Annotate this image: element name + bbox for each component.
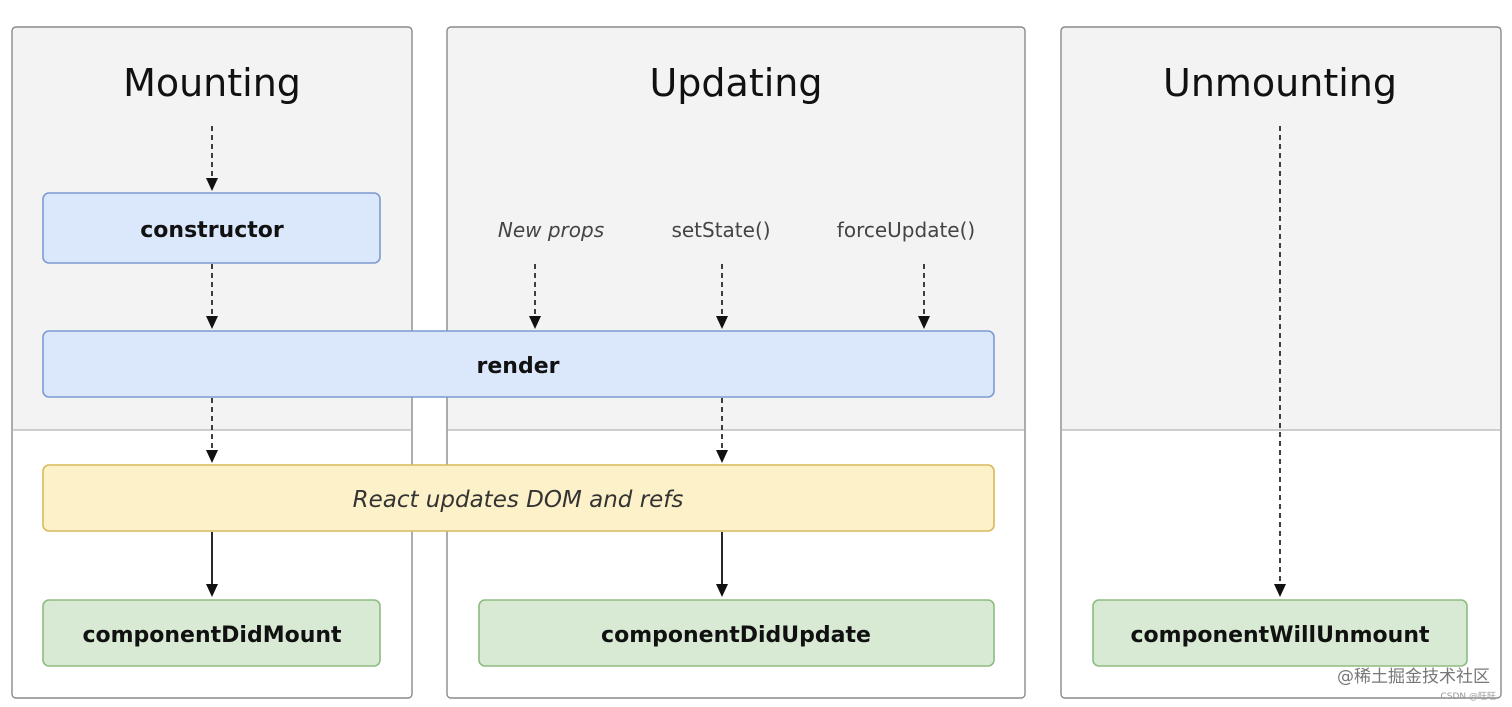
arrowhead-icon — [206, 178, 218, 191]
arrows-dashed — [206, 126, 1286, 597]
did-update-box — [478, 599, 995, 667]
mounting-title: Mounting — [123, 61, 301, 105]
will-unmount-label: componentWillUnmount — [1131, 623, 1430, 648]
unmounting-panel — [1060, 26, 1502, 699]
render-label: render — [477, 354, 560, 379]
did-mount-box — [42, 599, 381, 667]
constructor-label: constructor — [140, 218, 284, 243]
arrowhead-icon — [716, 450, 728, 463]
arrowhead-icon — [716, 316, 728, 329]
render-box — [42, 330, 995, 398]
watermark-small: CSDN @旺旺 — [1440, 691, 1496, 702]
arrowhead-icon — [716, 584, 728, 597]
arrowhead-icon — [529, 316, 541, 329]
trigger-force-update: forceUpdate() — [837, 218, 975, 242]
trigger-new-props: New props — [498, 218, 604, 242]
updating-title: Updating — [649, 61, 822, 105]
arrowhead-icon — [206, 584, 218, 597]
will-unmount-box — [1092, 599, 1468, 667]
arrowhead-icon — [918, 316, 930, 329]
arrows-solid — [206, 532, 728, 597]
arrowhead-icon — [206, 316, 218, 329]
trigger-set-state: setState() — [671, 218, 770, 242]
unmounting-panel-top — [1061, 27, 1501, 430]
constructor-box — [42, 192, 381, 264]
watermark-main: @稀土掘金技术社区 — [1337, 667, 1490, 687]
unmounting-title: Unmounting — [1163, 61, 1397, 105]
did-mount-label: componentDidMount — [82, 623, 342, 648]
dom-update-label: React updates DOM and refs — [353, 487, 684, 513]
dom-update-box — [42, 464, 995, 532]
arrowhead-icon — [206, 450, 218, 463]
arrowhead-icon — [1274, 584, 1286, 597]
did-update-label: componentDidUpdate — [601, 623, 871, 648]
